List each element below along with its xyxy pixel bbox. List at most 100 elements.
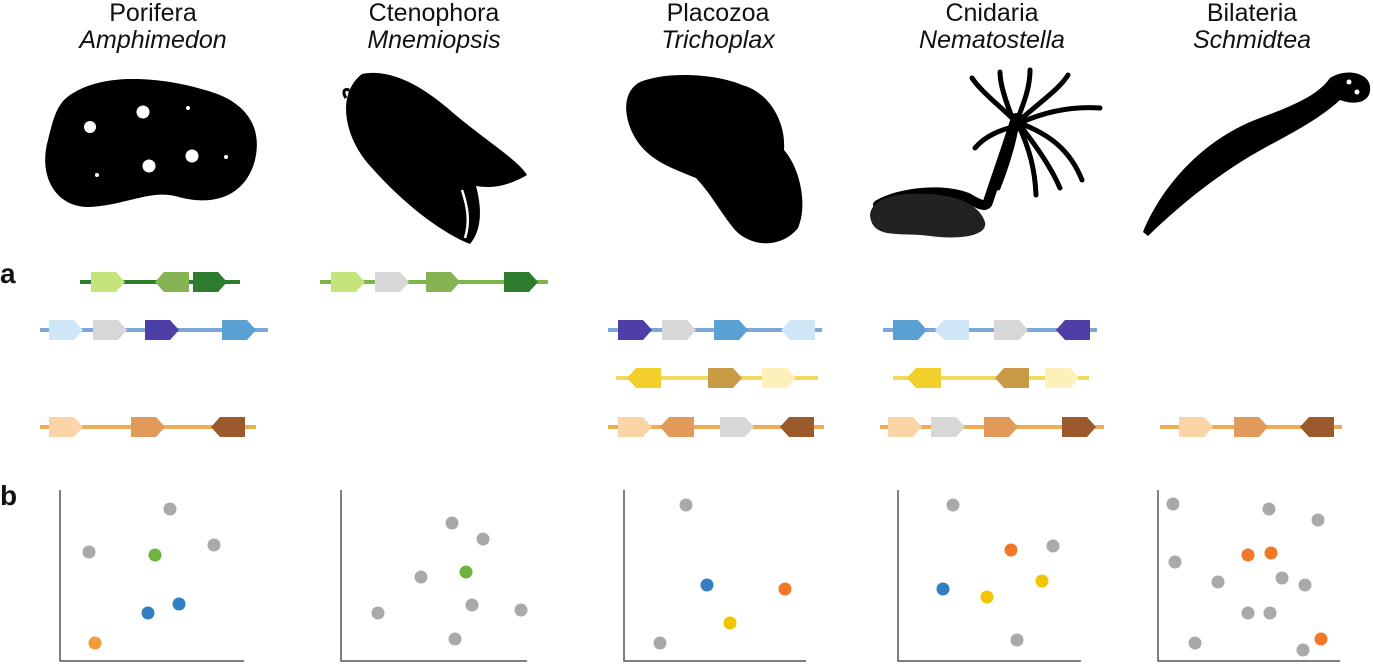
- phylum-label: Placozoa: [666, 0, 770, 27]
- scatter-point: [1314, 632, 1328, 646]
- species-label: Amphimedon: [79, 26, 227, 54]
- gene-arrow: [93, 320, 127, 340]
- gene-arrow: [155, 272, 189, 292]
- gene-arrow: [714, 320, 748, 340]
- scatter-point: [1298, 578, 1312, 592]
- gene-cluster: [616, 368, 818, 388]
- scatter-point: [653, 636, 667, 650]
- scatter-plots: [59, 490, 1340, 662]
- gene-arrow: [935, 320, 969, 340]
- scatter-point: [414, 570, 428, 584]
- taxon-header-bilateria: Bilateria Schmidtea: [1142, 0, 1362, 54]
- gene-arrow: [780, 417, 814, 437]
- gene-arrow: [720, 417, 754, 437]
- gene-arrow: [662, 320, 696, 340]
- gene-arrow: [1234, 417, 1268, 437]
- scatter-point: [1046, 539, 1060, 553]
- gene-arrow: [907, 368, 941, 388]
- taxon-header-cnidaria: Cnidaria Nematostella: [882, 0, 1102, 54]
- phylum-label: Bilateria: [1206, 0, 1298, 27]
- gene-arrow: [331, 272, 365, 292]
- scatter-point: [1168, 555, 1182, 569]
- scatter-plot: [1157, 490, 1340, 662]
- species-label: Mnemiopsis: [367, 26, 501, 54]
- scatter-point: [1188, 636, 1202, 650]
- scatter-point: [207, 538, 221, 552]
- scatter-point: [476, 532, 490, 546]
- scatter-point: [514, 603, 528, 617]
- scatter-point: [946, 498, 960, 512]
- gene-cluster: [608, 417, 824, 437]
- scatter-point: [141, 606, 155, 620]
- scatter-point: [1262, 502, 1276, 516]
- gene-clusters: [40, 272, 1342, 437]
- gene-arrow: [49, 320, 83, 340]
- gene-arrow: [618, 417, 652, 437]
- scatter-point: [936, 582, 950, 596]
- placozoan-silhouette: [626, 74, 803, 244]
- comb-jelly-silhouette: [342, 72, 527, 245]
- scatter-point: [1211, 575, 1225, 589]
- gene-cluster: [40, 417, 256, 437]
- taxon-header-porifera: Porifera Amphimedon: [43, 0, 263, 54]
- gene-cluster: [320, 272, 548, 292]
- scatter-point: [459, 565, 473, 579]
- gene-arrow: [504, 272, 538, 292]
- species-label: Schmidtea: [1192, 26, 1312, 54]
- scatter-point: [1010, 633, 1024, 647]
- gene-arrow: [708, 368, 742, 388]
- panel-label-a: a: [0, 258, 16, 289]
- gene-arrow: [995, 368, 1029, 388]
- gene-arrow: [994, 320, 1028, 340]
- scatter-point: [445, 516, 459, 530]
- gene-arrow: [193, 272, 227, 292]
- gene-arrow: [893, 320, 927, 340]
- phylum-label: Ctenophora: [368, 0, 500, 27]
- species-label: Trichoplax: [661, 26, 775, 54]
- plot-axes: [340, 490, 527, 662]
- gene-arrow: [91, 272, 125, 292]
- scatter-point: [1263, 606, 1277, 620]
- scatter-plot: [340, 490, 528, 662]
- species-label: Nematostella: [919, 26, 1065, 54]
- taxon-header-ctenophora: Ctenophora Mnemiopsis: [324, 0, 544, 54]
- gene-arrow: [781, 320, 815, 340]
- scatter-point: [723, 616, 737, 630]
- scatter-point: [163, 502, 177, 516]
- gene-arrow: [145, 320, 179, 340]
- sponge-silhouette: [45, 78, 257, 208]
- gene-cluster: [1160, 417, 1342, 437]
- phylum-label: Cnidaria: [945, 0, 1039, 27]
- gene-arrow: [222, 320, 256, 340]
- phylum-label: Porifera: [109, 0, 197, 27]
- scatter-point: [1241, 548, 1255, 562]
- gene-cluster: [893, 368, 1089, 388]
- gene-arrow: [131, 417, 165, 437]
- gene-arrow: [49, 417, 83, 437]
- scatter-point: [1311, 513, 1325, 527]
- gene-cluster: [880, 417, 1104, 437]
- scatter-plot: [897, 490, 1081, 662]
- gene-arrow: [762, 368, 796, 388]
- plot-axes: [1157, 490, 1340, 662]
- scatter-plot: [59, 490, 244, 662]
- scatter-point: [88, 636, 102, 650]
- scatter-point: [148, 548, 162, 562]
- gene-arrow: [888, 417, 922, 437]
- gene-arrow: [618, 320, 652, 340]
- scatter-point: [82, 545, 96, 559]
- gene-arrow: [211, 417, 245, 437]
- gene-arrow: [426, 272, 460, 292]
- scatter-point: [778, 582, 792, 596]
- gene-arrow: [375, 272, 409, 292]
- gene-arrow: [1300, 417, 1334, 437]
- scatter-point: [1035, 574, 1049, 588]
- scatter-point: [1264, 546, 1278, 560]
- panel-label-b: b: [0, 480, 18, 511]
- gene-arrow: [1045, 368, 1079, 388]
- taxon-header-placozoa: Placozoa Trichoplax: [608, 0, 828, 54]
- scatter-point: [679, 498, 693, 512]
- scatter-point: [465, 598, 479, 612]
- scatter-point: [1275, 571, 1289, 585]
